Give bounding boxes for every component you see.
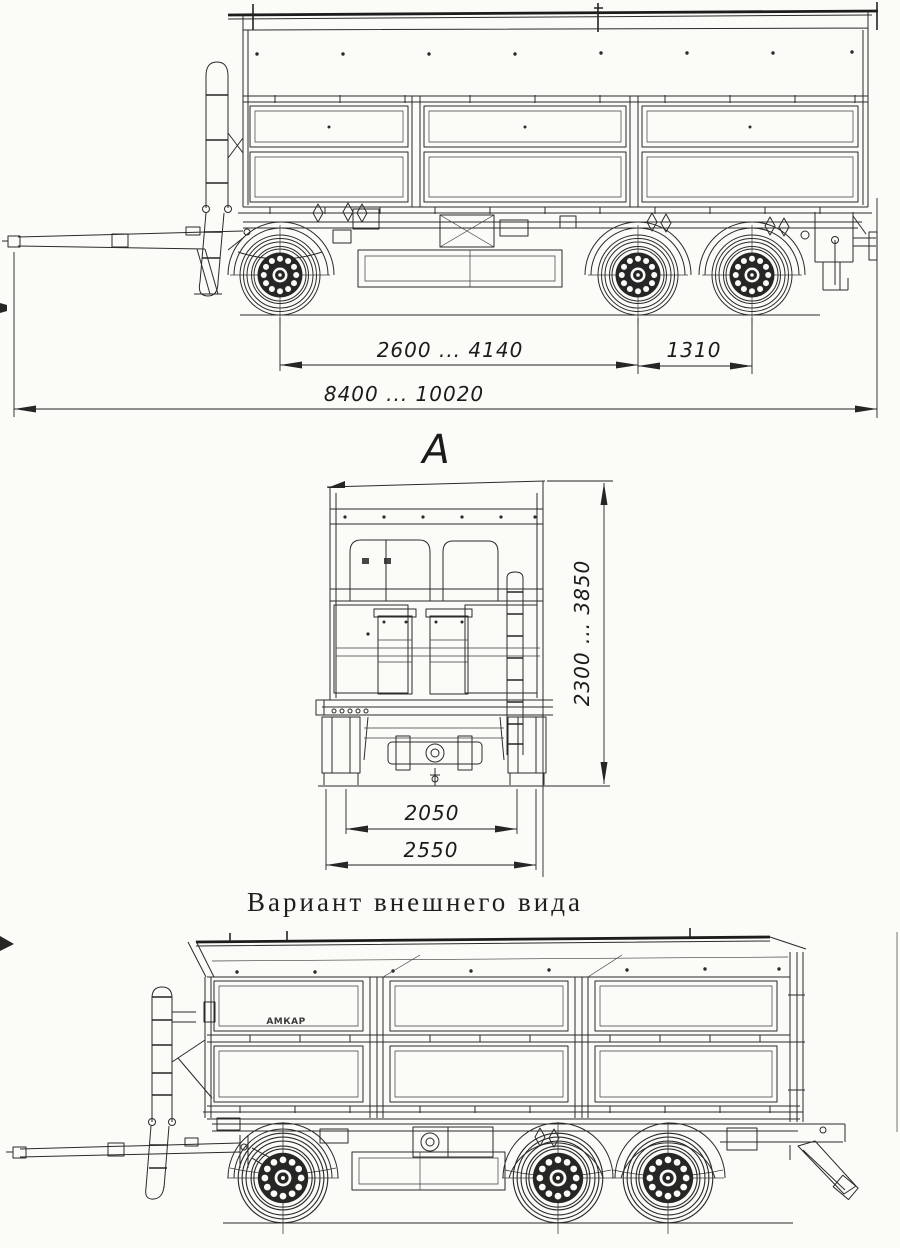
view-a-label: А [419,427,449,473]
wheel-rear [701,224,803,326]
variant-tarp-rail [195,928,807,950]
dim-rear-axle-spacing-label: 1310 [667,338,722,362]
wheel-front [229,224,331,326]
side-view-drawing: 2600 ... 4140 1310 8400 ... 10020 А [0,2,879,473]
rear-view-drawing: 2300 ... 3850 2050 2550 [315,480,613,877]
dimension-lines-top: 2600 ... 4140 1310 8400 ... 10020 [13,198,878,418]
fenders [227,221,806,276]
variant-caption: Вариант внешнего вида [247,887,583,917]
dim-axle-spacing-label: 2600 ... 4140 [377,338,524,362]
rear-ladder [506,571,524,755]
drawbar [2,226,251,295]
variant-wheel-rear [611,1121,725,1235]
dimension-lines-rear: 2300 ... 3850 2050 2550 [325,483,608,870]
lift-towers [336,608,540,695]
rivet-row [255,50,854,56]
rear-chassis [315,699,610,877]
ladder [198,61,244,297]
rear-underrun [800,212,878,291]
variant-drawbar [6,1135,301,1183]
dim-overall-width-label: 2550 [404,838,459,862]
scan-mark-left [0,303,7,313]
dim-inner-width-label: 2050 [405,801,460,825]
dim-overall-length-label: 8400 ... 10020 [324,382,484,406]
dim-height-label: 2300 ... 3850 [570,560,594,707]
variant-view-drawing: АМКАР [0,928,898,1235]
variant-body: АМКАР [187,940,805,1122]
scan-mark-corner [0,936,14,951]
wheel-middle [587,224,689,326]
variant-ladder [145,986,213,1200]
warning-diamond-icons [312,202,790,237]
tarp-rail [227,2,879,32]
body-panels [238,11,872,214]
rear-body [329,481,544,700]
brand-logo: АМКАР [266,1017,305,1027]
variant-rear-bracket [720,1123,859,1201]
